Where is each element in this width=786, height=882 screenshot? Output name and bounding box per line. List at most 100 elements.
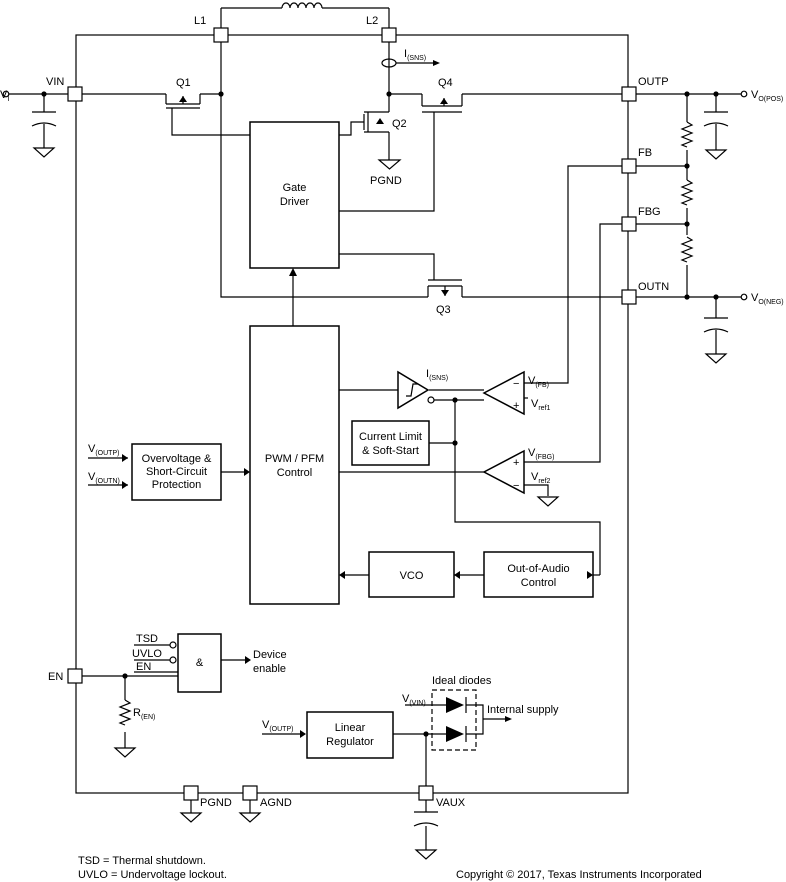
pin-pgnd (183, 785, 199, 801)
vco-label: VCO (400, 570, 424, 582)
pwm-pfm-control-block (249, 325, 340, 605)
opamp1-plus: + (513, 400, 519, 412)
linear-regulator-block (306, 711, 394, 759)
label-en: EN (48, 671, 63, 683)
ovp-line2: Short-Circuit (146, 466, 207, 478)
climit-line1: Current Limit (359, 431, 422, 443)
pin-en (67, 668, 83, 684)
ovp-in1-label: V(OUTP) (88, 443, 119, 457)
ovp-block (131, 443, 222, 501)
diode-icon (446, 697, 467, 713)
inductor (220, 2, 390, 28)
label-vin: VIN (46, 76, 64, 88)
ovp-line1: Overvoltage & (142, 453, 212, 465)
arrowheads (122, 268, 593, 738)
vi-terminal (2, 90, 10, 98)
ground-icon (536, 496, 560, 507)
device-enable-line1: Device (253, 649, 287, 661)
and-gate-block (177, 633, 222, 693)
vref1-label: Vref1 (531, 398, 551, 412)
pin-agnd (242, 785, 258, 801)
opamp-fb (482, 370, 525, 416)
label-outp: OUTP (638, 76, 669, 88)
q4-label: Q4 (438, 77, 453, 89)
pwm-line2: Control (277, 467, 312, 479)
wiring (7, 42, 741, 850)
gate-driver-block (249, 121, 340, 269)
voneg-label: VO(NEG) (751, 292, 784, 306)
linreg-line1: Linear (335, 722, 366, 734)
comp-isns-label: I(SNS) (426, 368, 448, 382)
ic-boundary (75, 34, 629, 794)
fb-resistor-mid (680, 179, 694, 206)
pin-l1 (213, 27, 229, 43)
opamp1-minus: − (513, 378, 519, 390)
and-label: & (196, 657, 204, 669)
label-vaux: VAUX (436, 797, 466, 809)
ground-icon (377, 159, 402, 170)
ooa-line1: Out-of-Audio (507, 563, 569, 575)
pin-vin (67, 86, 83, 102)
ovp-in2-label: V(OUTN) (88, 471, 120, 485)
junctions (41, 91, 719, 737)
diode-icon (446, 726, 467, 742)
ground-icon (32, 147, 56, 158)
pin-outp (621, 86, 637, 102)
ground-icon (704, 149, 728, 160)
q4-transistor (421, 94, 463, 116)
pin-fb (621, 158, 637, 174)
out-of-audio-block (483, 551, 594, 598)
ground-icon (704, 353, 728, 364)
isns-label: I(SNS) (404, 48, 426, 62)
label-pgnd: PGND (200, 797, 232, 809)
vi-capacitor (31, 111, 57, 127)
label-l2: L2 (366, 15, 378, 27)
pin-l2 (381, 27, 397, 43)
pwm-line1: PWM / PFM (265, 453, 324, 465)
label-agnd: AGND (260, 797, 292, 809)
label-outn: OUTN (638, 281, 669, 293)
vfbg-label: V(FBG) (528, 447, 554, 461)
vref2-label: Vref2 (531, 471, 551, 485)
q2-transistor (363, 111, 389, 133)
voneg-terminal (740, 293, 748, 301)
pins (67, 27, 637, 801)
vfb-label: V(FB) (528, 375, 549, 389)
climit-line2: & Soft-Start (362, 445, 419, 457)
pin-vaux (418, 785, 434, 801)
fb-resistor-top (680, 121, 694, 148)
ground-icon (179, 812, 203, 823)
fb-resistor-bottom (680, 236, 694, 263)
r-en-resistor (118, 699, 132, 726)
tsd-label: TSD (136, 633, 158, 645)
linreg-line2: Regulator (326, 736, 374, 748)
copyright-notice: Copyright © 2017, Texas Instruments Inco… (456, 869, 702, 881)
ground-icon (113, 747, 137, 758)
lr-in-label: V(OUTP) (262, 719, 293, 733)
device-enable-line2: enable (253, 663, 286, 675)
label-fb: FB (638, 147, 652, 159)
opamp2-minus: − (513, 480, 519, 492)
q3-label: Q3 (436, 304, 451, 316)
pin-labels: L1 L2 VIN OUTP FB FBG OUTN EN PGND AGND … (46, 15, 669, 809)
pgnd-symbol-label: PGND (370, 175, 402, 187)
gate-driver-line2: Driver (280, 196, 310, 208)
pin-fbg (621, 216, 637, 232)
vi-label: VI (0, 89, 9, 103)
vco-block (368, 551, 455, 598)
current-limit-block (351, 420, 430, 466)
uvlo-label: UVLO (132, 648, 162, 660)
vaux-capacitor (413, 811, 439, 827)
pin-outn (621, 289, 637, 305)
voneg-capacitor (703, 317, 729, 333)
q3-transistor (427, 278, 463, 297)
vvin-label: V(VIN) (402, 693, 426, 707)
ooa-line2: Control (521, 577, 556, 589)
en-signal-label: EN (136, 661, 151, 673)
ideal-diodes-box (431, 689, 477, 751)
vopos-capacitor (703, 111, 729, 127)
q2-label: Q2 (392, 118, 407, 130)
ground-icon (414, 849, 438, 860)
vopos-terminal (740, 90, 748, 98)
